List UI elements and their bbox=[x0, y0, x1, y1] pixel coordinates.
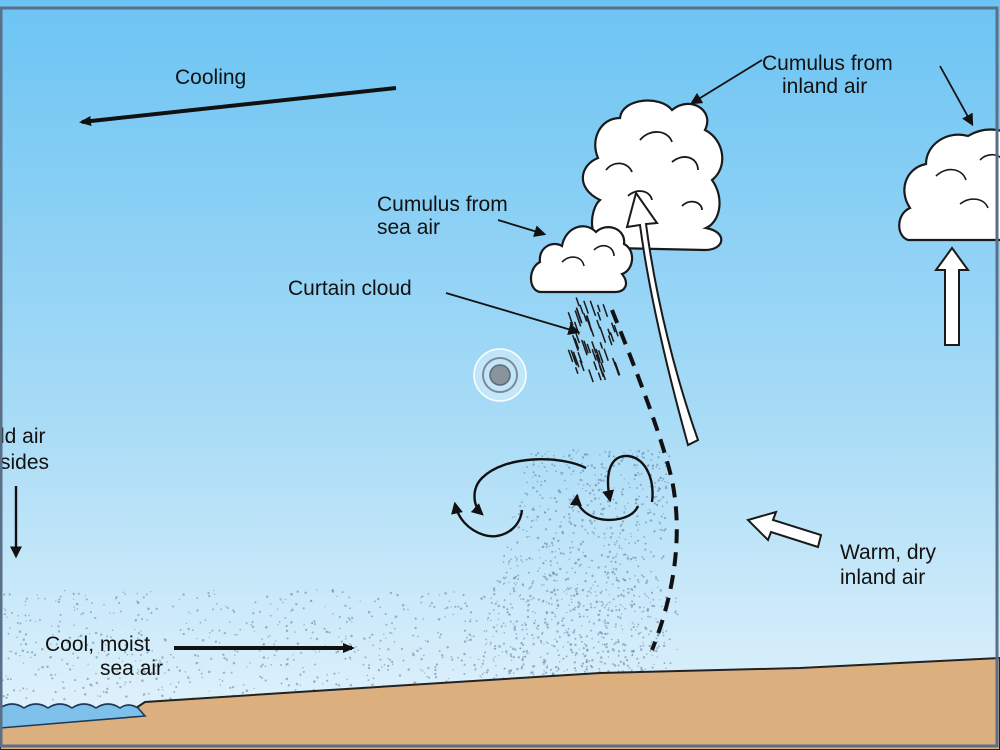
label-cool-air-2: sea air bbox=[100, 657, 163, 680]
label-cold-air-2: sides bbox=[0, 451, 49, 474]
target-marker bbox=[473, 348, 527, 402]
updraft-arrow bbox=[934, 246, 970, 346]
label-cumulus-sea: Cumulus from bbox=[377, 193, 508, 216]
cumulus-inland-cloud bbox=[581, 99, 724, 252]
label-warm-air-2: inland air bbox=[840, 566, 925, 589]
label-cumulus-sea-2: sea air bbox=[377, 216, 440, 239]
sea bbox=[0, 703, 147, 729]
rising-air-arrow bbox=[625, 190, 700, 447]
cool-air-stipple bbox=[0, 449, 679, 701]
label-cooling: Cooling bbox=[175, 66, 246, 89]
label-cool-air: Cool, moist bbox=[45, 633, 150, 656]
label-warm-air: Warm, dry bbox=[840, 541, 937, 564]
label-cold-air: ld air bbox=[0, 425, 46, 448]
label-cumulus-inland-2: inland air bbox=[782, 75, 867, 98]
label-cumulus-inland: Cumulus from bbox=[762, 52, 893, 75]
diagram-frame bbox=[0, 6, 999, 748]
cumulus-right-cloud-detail bbox=[935, 153, 1000, 209]
cumulus-inland-cloud-detail bbox=[605, 131, 703, 211]
cumulus-sea-cloud-detail bbox=[561, 244, 615, 267]
warm-air-arrow bbox=[746, 510, 823, 549]
cooling-arrow bbox=[79, 86, 397, 127]
cumulus-sea-cloud bbox=[529, 225, 634, 294]
circulation-swirls bbox=[451, 454, 654, 538]
cumulus-right-cloud bbox=[898, 128, 1000, 242]
label-pointers bbox=[445, 59, 974, 336]
sea-breeze-front-line bbox=[610, 309, 679, 651]
label-curtain-cloud: Curtain cloud bbox=[288, 277, 412, 300]
